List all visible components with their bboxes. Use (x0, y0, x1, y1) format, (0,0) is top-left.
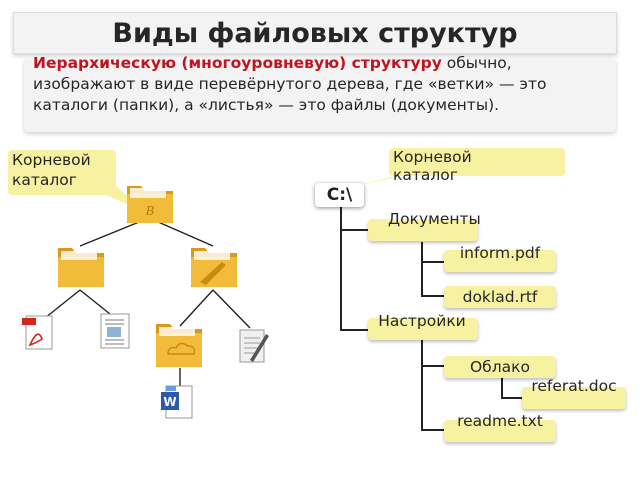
root-folder-icon: B (127, 186, 173, 223)
document-file-icon (100, 313, 130, 349)
node-doklad-label: doklad.rtf (462, 288, 538, 306)
left-root-callout-text: Корневой каталог (12, 151, 91, 189)
node-inform: inform.pdf (444, 244, 556, 272)
intro-rest: обычно, изображают в виде перевёрнутого … (33, 54, 547, 114)
node-doklad: doklad.rtf (444, 286, 556, 308)
folder-icon (58, 248, 104, 287)
node-inform-label: inform.pdf (459, 244, 541, 262)
pdf-file-icon (22, 315, 53, 350)
text-file-icon (239, 329, 269, 363)
word-file-icon: W (161, 385, 193, 419)
node-cloud: Облако (444, 356, 556, 378)
settings-folder-icon (191, 248, 237, 287)
node-referat-label: referat.doc (531, 377, 617, 395)
node-readme: readme.txt (444, 412, 556, 442)
svg-text:W: W (163, 395, 176, 409)
page-title: Виды файловых структур (112, 17, 518, 49)
left-root-callout: Корневой каталог (8, 150, 116, 195)
node-referat: referat.doc (522, 377, 626, 409)
right-root-callout: Корневой каталог (389, 148, 565, 184)
title-box: Виды файловых структур (13, 12, 617, 54)
cloud-folder-icon (156, 324, 202, 367)
node-settings-label: Настройки (378, 312, 466, 330)
node-cloud-label: Облако (469, 358, 530, 376)
node-documents: Документы (368, 210, 481, 241)
right-tree-lines (340, 204, 522, 431)
left-tree-lines (44, 217, 251, 386)
node-readme-label: readme.txt (457, 412, 543, 430)
intro-box (24, 58, 616, 132)
intro-highlight: Иерархическую (многоуровневую) структуру (33, 54, 442, 72)
svg-text:B: B (145, 204, 155, 218)
root-node: C:\ (315, 183, 364, 207)
intro-text: Иерархическую (многоуровневую) структуру… (33, 53, 613, 116)
right-root-callout-text: Корневой каталог (393, 148, 472, 184)
node-documents-label: Документы (388, 210, 481, 228)
node-settings: Настройки (368, 312, 478, 340)
